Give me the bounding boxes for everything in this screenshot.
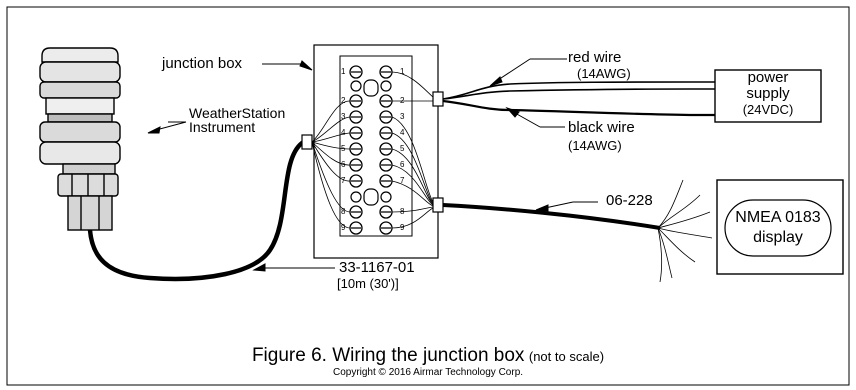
- cable-33-1167-01: [87, 138, 308, 282]
- terminal-number-r2: 2: [400, 96, 405, 105]
- terminal-number-l4: 4: [341, 128, 346, 137]
- cable-33-1167-01-label: 33-1167-01: [339, 259, 415, 276]
- terminal-number-r8: 8: [400, 207, 405, 216]
- black-wire-label: black wire: [568, 119, 635, 136]
- internal-wires-right: [391, 71, 434, 229]
- power-supply-line3: (24VDC): [742, 102, 794, 117]
- weatherstation-label-line2: Instrument: [189, 119, 256, 135]
- figure-caption-note: (not to scale): [528, 349, 605, 364]
- nmea-display-line1: NMEA 0183: [735, 209, 821, 226]
- weatherstation-label: WeatherStation Instrument: [189, 106, 285, 134]
- terminal-number-l2: 2: [341, 96, 346, 105]
- cable-length-label: [10m (30')]: [337, 276, 399, 291]
- terminal-number-r3: 3: [400, 112, 405, 121]
- terminal-number-l6: 6: [341, 160, 346, 169]
- nmea-display-label: NMEA 0183 display: [725, 208, 831, 248]
- terminal-number-l1: 1: [341, 67, 346, 76]
- black-wire-gauge-label: (14AWG): [568, 138, 622, 153]
- nmea-display-line2: display: [753, 229, 803, 246]
- power-supply-line2: supply: [746, 85, 790, 102]
- terminal-number-r7: 7: [400, 176, 405, 185]
- red-wire-label: red wire: [568, 49, 622, 66]
- weatherstation-label-line1: WeatherStation: [189, 105, 286, 121]
- terminal-number-l7: 7: [341, 176, 346, 185]
- cable-06-228: [442, 203, 661, 230]
- internal-wires-left: [311, 100, 351, 229]
- red-wire-gauge-label: (14AWG): [577, 66, 631, 81]
- nmea-display-screen: [724, 199, 832, 257]
- leader-arrows: [147, 58, 598, 272]
- figure-caption: Figure 6. Wiring the junction box (not t…: [0, 345, 856, 367]
- terminal-number-l8: 8: [341, 207, 346, 216]
- terminal-number-r6: 6: [400, 160, 405, 169]
- figure-frame: [6, 6, 850, 386]
- power-supply-line1: power: [747, 69, 789, 86]
- power-wires: [442, 81, 715, 117]
- weatherstation-instrument: [39, 47, 121, 231]
- terminal-number-r5: 5: [400, 144, 405, 153]
- power-supply-label: power supply (24VDC): [715, 70, 821, 118]
- terminal-number-l5: 5: [341, 144, 346, 153]
- power-supply-box: [714, 69, 822, 123]
- terminal-number-r1: 1: [400, 67, 405, 76]
- mounting-holes: [350, 79, 392, 206]
- figure-caption-title: Figure 6. Wiring the junction box: [251, 345, 525, 366]
- junction-box-label: junction box: [162, 55, 243, 72]
- terminal-number-l9: 9: [341, 223, 346, 232]
- junction-box: [313, 44, 439, 259]
- cable-06-228-label: 06-228: [606, 192, 653, 209]
- frayed-wire-ends: [657, 179, 713, 283]
- terminal-number-r9: 9: [400, 223, 405, 232]
- terminal-number-r4: 4: [400, 128, 405, 137]
- terminal-number-l3: 3: [341, 112, 346, 121]
- copyright: Copyright © 2016 Airmar Technology Corp.: [332, 367, 524, 378]
